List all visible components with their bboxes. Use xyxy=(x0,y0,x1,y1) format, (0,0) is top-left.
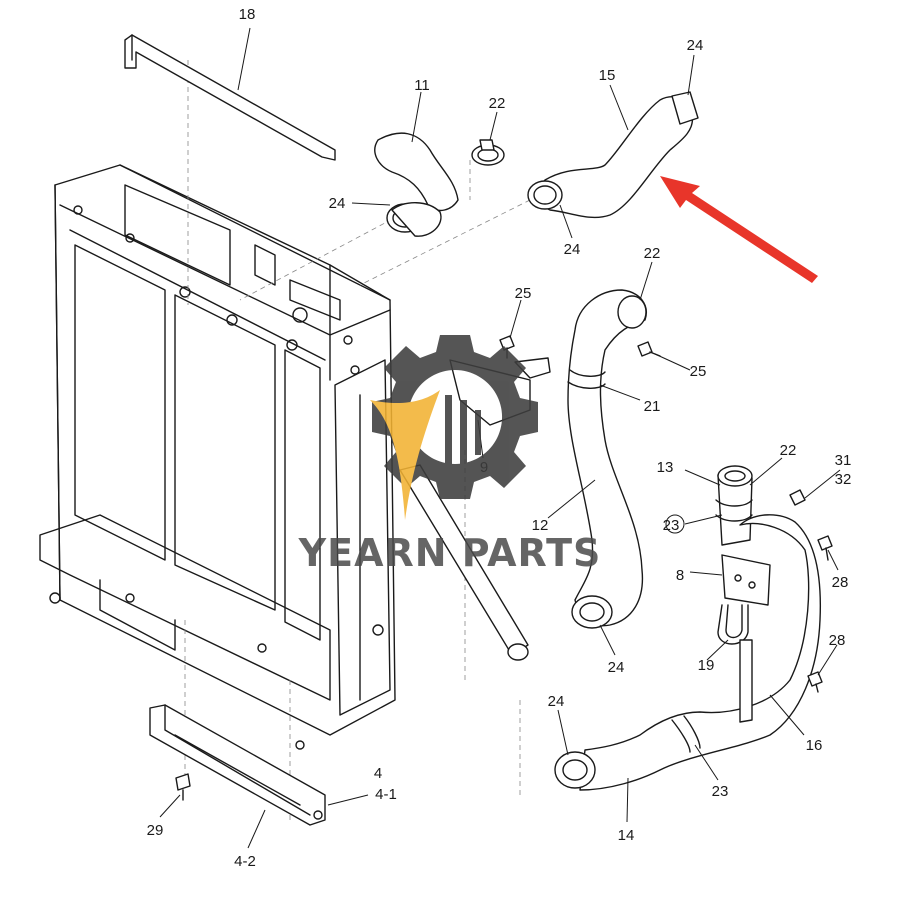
hose-15 xyxy=(527,91,699,219)
gear-logo xyxy=(370,335,538,520)
callout-31: 31 xyxy=(835,452,852,469)
callout-11: 11 xyxy=(414,77,430,94)
callout-22-filler: 22 xyxy=(780,442,797,459)
bracket-8 xyxy=(721,554,771,606)
bolt-29 xyxy=(175,773,191,801)
callout-4-2: 4-2 xyxy=(234,853,256,870)
u-bolt-19 xyxy=(717,604,749,645)
hose-16-14 xyxy=(554,514,822,791)
callout-29: 29 xyxy=(147,822,164,839)
callout-22-top: 22 xyxy=(489,95,506,112)
bolt-28-upper xyxy=(817,535,833,561)
callout-24-hose12: 24 xyxy=(608,659,625,676)
callout-12: 12 xyxy=(532,517,549,534)
hose-21-12 xyxy=(567,289,647,629)
callout-14: 14 xyxy=(618,827,635,844)
leader-lines xyxy=(159,27,841,849)
bolt-25-right xyxy=(637,341,661,357)
callout-24-hose11: 24 xyxy=(329,195,346,212)
callout-4: 4 xyxy=(374,765,382,782)
hose-11 xyxy=(374,132,459,237)
callout-24-top: 24 xyxy=(687,37,704,54)
callout-22-hose21: 22 xyxy=(644,245,661,262)
callout-23-filler: 23 xyxy=(663,517,680,534)
callout-25-right: 25 xyxy=(690,363,707,380)
callout-32: 32 xyxy=(835,471,852,488)
watermark-brand-text: YEARN PARTS xyxy=(298,531,602,575)
callout-19: 19 xyxy=(698,657,715,674)
highlight-arrow xyxy=(660,176,818,283)
callout-28-upper: 28 xyxy=(832,574,849,591)
callout-15: 15 xyxy=(599,67,616,84)
nut-31-32 xyxy=(789,489,806,506)
callout-8: 8 xyxy=(676,567,684,584)
callout-18: 18 xyxy=(239,6,256,23)
callout-23-lower: 23 xyxy=(712,783,729,800)
clamp-22-top xyxy=(471,139,505,166)
callout-21: 21 xyxy=(644,398,661,415)
callout-13: 13 xyxy=(657,459,674,476)
brand-watermark: YEARN PARTS xyxy=(298,335,602,575)
callout-16: 16 xyxy=(806,737,823,754)
callout-23-circle xyxy=(665,514,685,534)
callout-28-lower: 28 xyxy=(829,632,846,649)
callout-24-hose14: 24 xyxy=(548,693,565,710)
callout-4-1: 4-1 xyxy=(375,786,397,803)
bolt-28-lower xyxy=(807,671,823,693)
radiator-assembly xyxy=(39,60,531,820)
filler-neck-13 xyxy=(715,465,753,546)
callout-25-left: 25 xyxy=(515,285,532,302)
seal-strip-18 xyxy=(124,34,336,161)
lower-bracket-4 xyxy=(149,704,326,826)
callout-labels: 18 11 22 15 24 24 24 22 25 25 21 9 12 13… xyxy=(147,6,852,870)
callout-24-hose15: 24 xyxy=(564,241,581,258)
